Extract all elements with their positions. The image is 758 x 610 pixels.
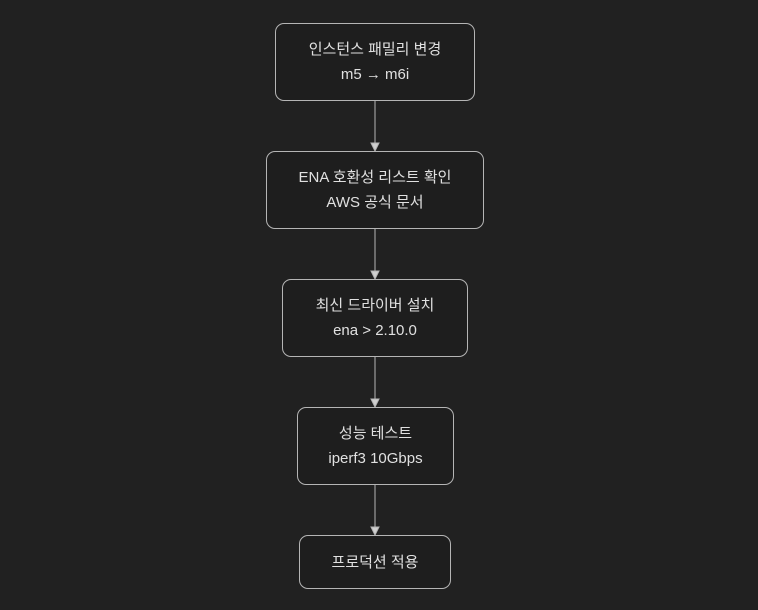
- node-subtitle: ena > 2.10.0: [333, 322, 417, 339]
- node-performance-test: 성능 테스트 iperf3 10Gbps: [297, 407, 454, 485]
- node-subtitle: iperf3 10Gbps: [328, 450, 423, 467]
- node-install-driver: 최신 드라이버 설치 ena > 2.10.0: [282, 279, 468, 357]
- node-change-instance-family: 인스턴스 패밀리 변경 m5 → m6i: [275, 23, 475, 101]
- node-title: 프로덕션 적용: [331, 553, 419, 571]
- arrowhead-icon: [370, 142, 380, 153]
- node-subtitle: AWS 공식 문서: [326, 194, 424, 211]
- node-subtitle: m5 → m6i: [340, 66, 410, 83]
- node-title: 성능 테스트: [338, 425, 413, 442]
- node-title: 최신 드라이버 설치: [315, 297, 435, 314]
- node-check-ena-compatibility: ENA 호환성 리스트 확인 AWS 공식 문서: [266, 151, 484, 229]
- node-title: 인스턴스 패밀리 변경: [308, 41, 442, 58]
- arrowhead-icon: [370, 398, 380, 409]
- arrowhead-icon: [370, 526, 380, 537]
- node-title: ENA 호환성 리스트 확인: [298, 169, 452, 186]
- node-production-deploy: 프로덕션 적용: [299, 535, 451, 589]
- arrowhead-icon: [370, 270, 380, 281]
